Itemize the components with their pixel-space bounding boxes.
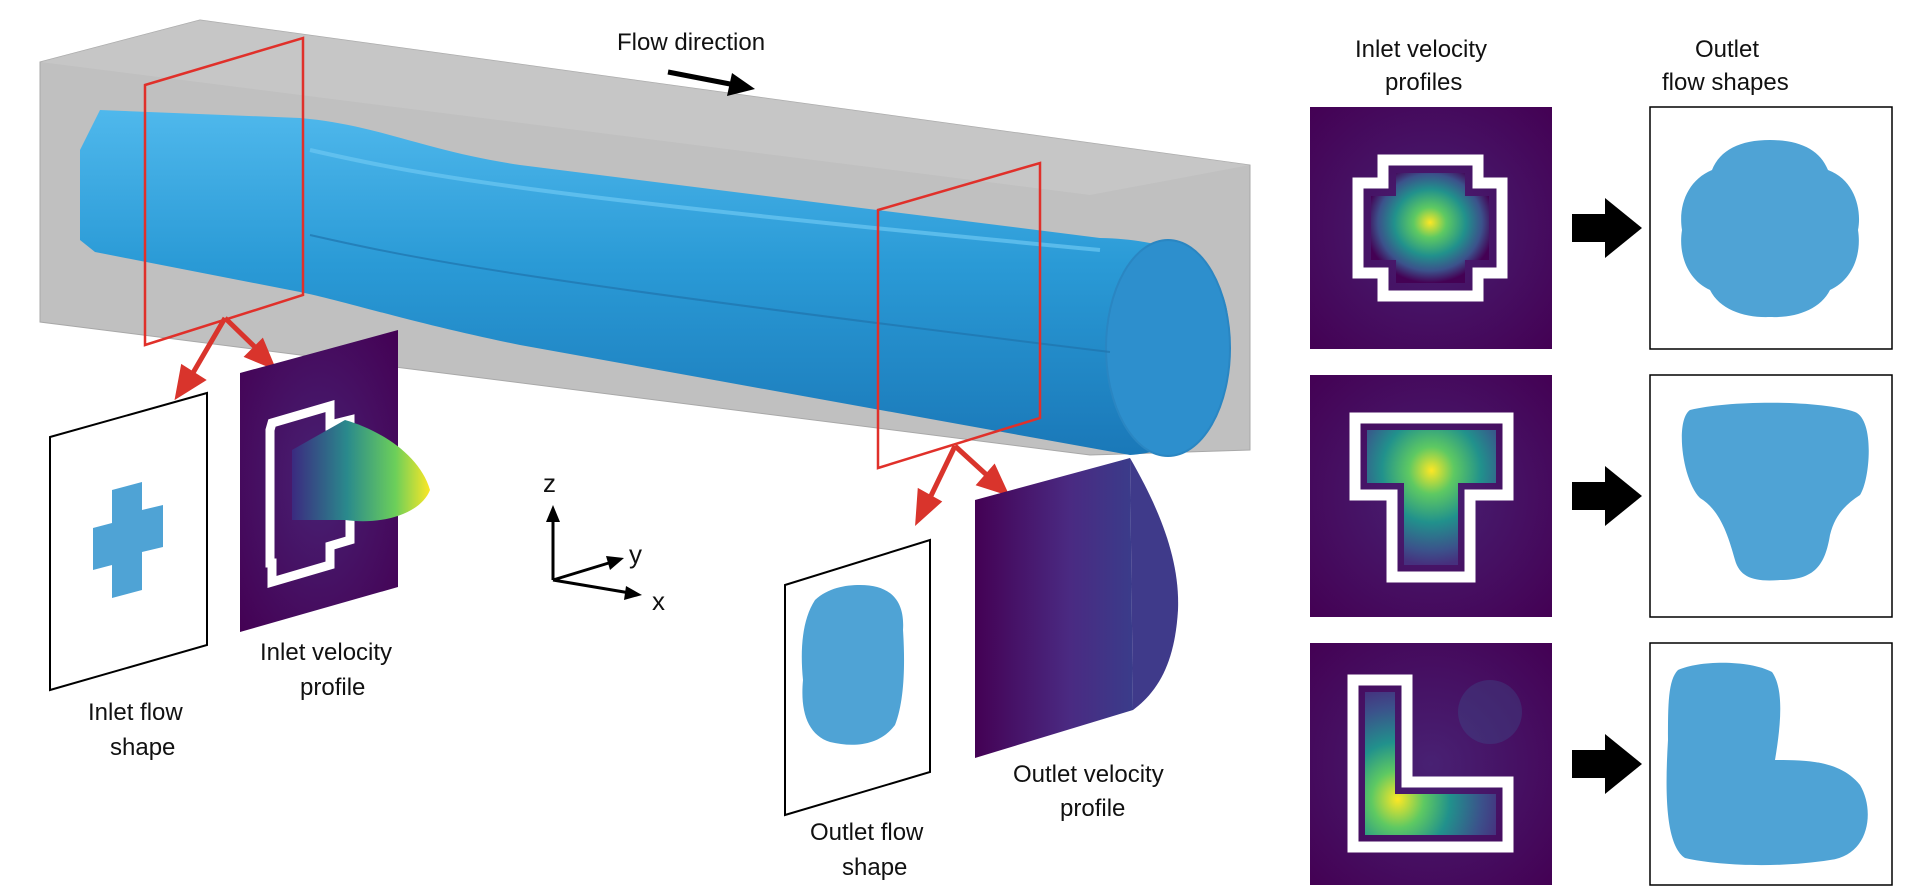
axis-label-x: x	[652, 586, 665, 616]
transform-arrow-3	[1572, 734, 1642, 794]
flow-direction-label: Flow direction	[617, 29, 765, 56]
outlet-shapes-header-2: flow shapes	[1662, 69, 1789, 96]
inlet-flow-shape-label-1: Inlet flow	[88, 699, 183, 726]
outlet-velocity-profile-label-1: Outlet velocity	[1013, 761, 1164, 788]
outlet-velocity-profile-label-2: profile	[1060, 795, 1125, 822]
axis-label-z: z	[543, 468, 556, 498]
examples-panel: Inlet velocity profiles Outlet flow shap…	[1310, 36, 1893, 886]
outlet-flow-shape-panel: Outlet flow shape	[784, 538, 931, 881]
inlet-flow-shape-panel: Inlet flow shape	[49, 391, 208, 761]
example-row-L	[1310, 642, 1893, 886]
inlet-profiles-header-2: profiles	[1385, 69, 1462, 96]
transform-arrow-2	[1572, 466, 1642, 526]
channel-3d-scene: Flow direction Inlet flow shape Inlet ve…	[39, 19, 1251, 881]
example-row-cross	[1310, 106, 1893, 350]
jet-groove	[309, 234, 1111, 353]
inlet-red-arrows	[174, 316, 277, 401]
outlet-red-arrows	[915, 444, 1010, 527]
jet-end-face	[1105, 239, 1231, 457]
outlet-shape-L-blob	[1666, 662, 1868, 866]
outlet-shape-T-blob	[1681, 402, 1869, 581]
channel-box-top	[40, 20, 1250, 195]
inlet-flow-shape-label-2: shape	[110, 734, 175, 761]
outlet-shapes-header-1: Outlet	[1695, 36, 1759, 63]
outlet-section-plane	[876, 161, 1042, 470]
inlet-cross-shape	[93, 482, 163, 598]
outlet-shape-cross-blob	[1681, 140, 1860, 318]
transform-arrow-1	[1572, 198, 1642, 258]
inlet-velocity-profile-label-1: Inlet velocity	[260, 639, 392, 666]
outlet-flow-shape-label-1: Outlet flow	[810, 819, 924, 846]
outlet-velocity-profile-panel: Outlet velocity profile	[975, 458, 1179, 822]
inlet-velocity-profile-label-2: profile	[300, 674, 365, 701]
axis-label-y: y	[629, 539, 642, 569]
fluid-jet	[80, 110, 1229, 455]
outlet-shape-blob	[801, 585, 905, 745]
coordinate-axes: z y x	[543, 468, 665, 616]
inlet-velocity-profile-panel: Inlet velocity profile	[240, 330, 430, 701]
inlet-profiles-header-1: Inlet velocity	[1355, 36, 1487, 63]
inlet-velocity-cone	[292, 420, 430, 522]
flow-direction-arrow	[667, 69, 755, 96]
example-row-T	[1310, 374, 1893, 618]
outlet-velocity-bulge	[1130, 458, 1179, 710]
inlet-section-plane	[143, 36, 305, 347]
outlet-flow-shape-label-2: shape	[842, 854, 907, 881]
